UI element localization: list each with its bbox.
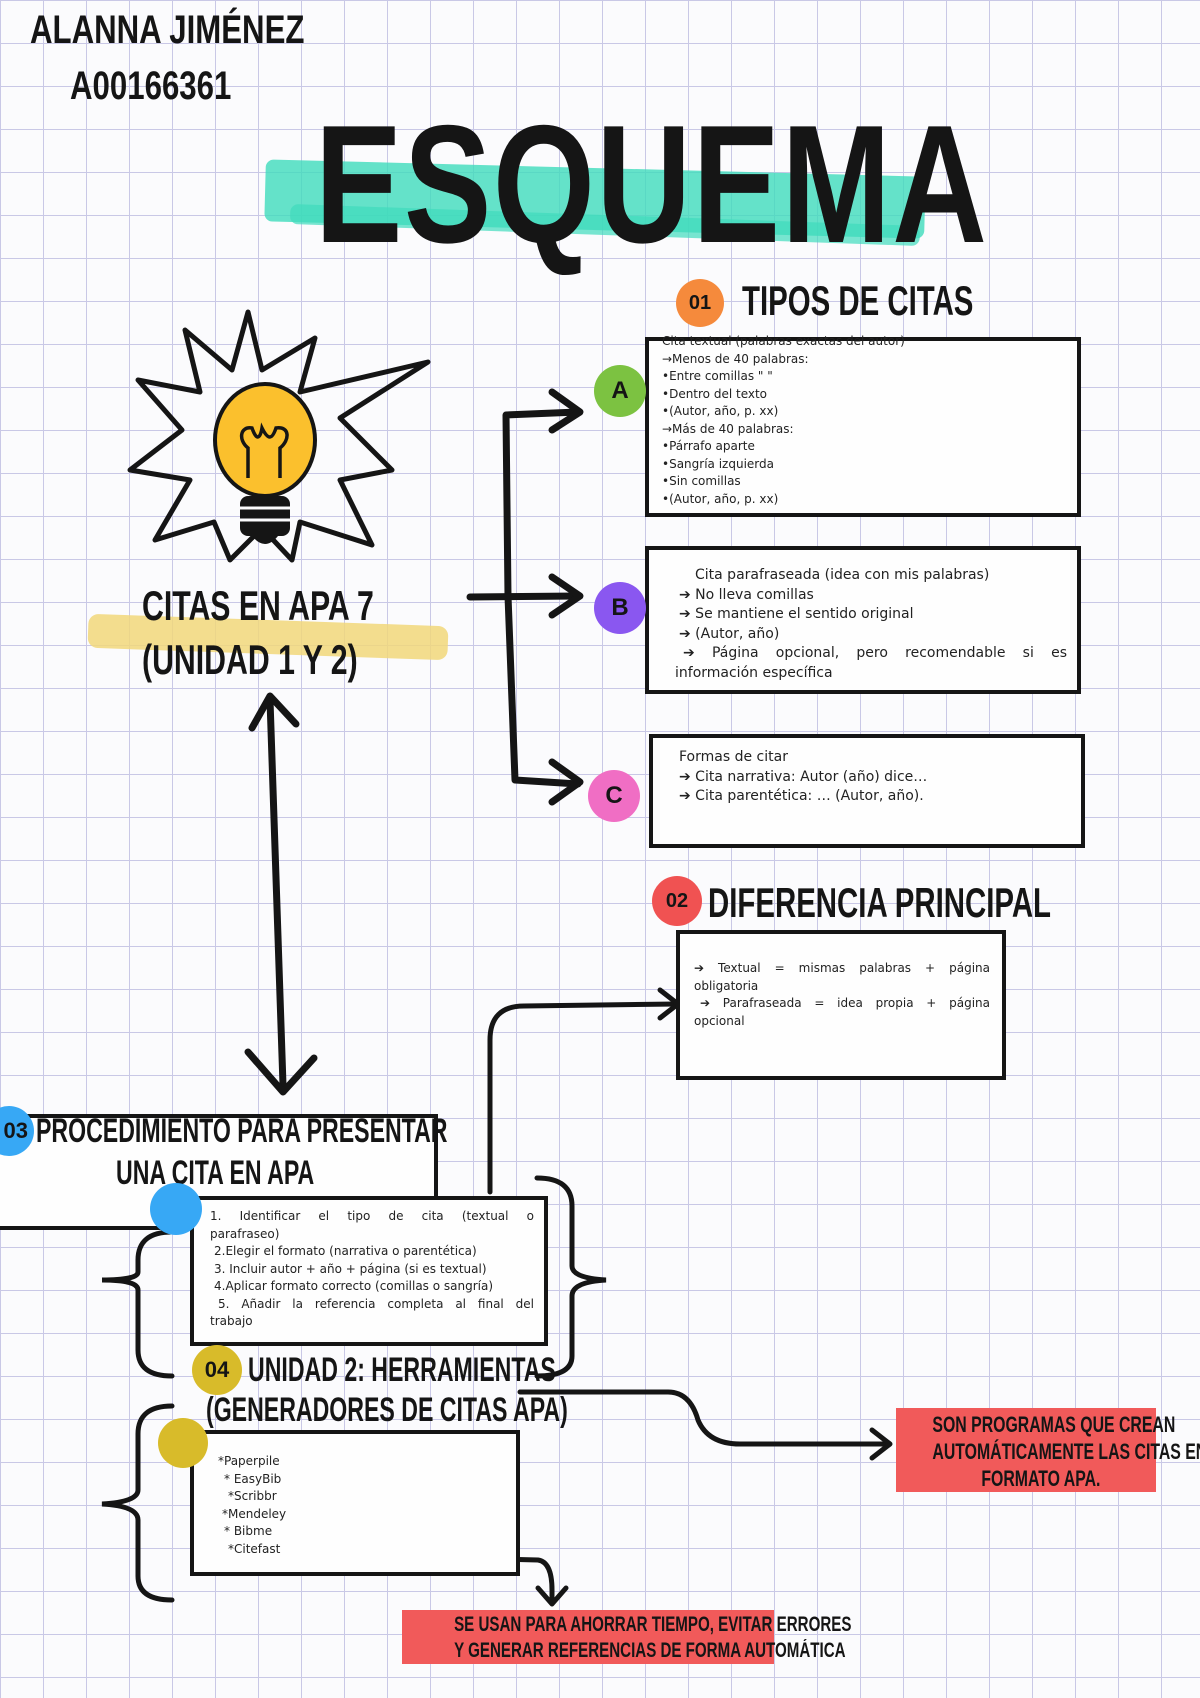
section-04-badge: 04 bbox=[192, 1345, 242, 1395]
marker-a: A bbox=[594, 365, 646, 417]
tool-item: * EasyBib bbox=[224, 1471, 282, 1486]
procedimiento-pasos-lines: 1. Identificar el tipo de cita (textual … bbox=[210, 1209, 534, 1328]
section-03-dot bbox=[150, 1183, 202, 1235]
branch-arrows bbox=[466, 388, 584, 806]
note-uso: SE USAN PARA AHORRAR TIEMPO, EVITAR ERRO… bbox=[402, 1610, 851, 1664]
box-procedimiento-pasos: 1. Identificar el tipo de cita (textual … bbox=[190, 1196, 548, 1346]
box-cita-textual: Cita textual (palabras exactas del autor… bbox=[645, 334, 1081, 517]
box-herramientas: *Paperpile * EasyBib *Scribbr *Mendeley … bbox=[190, 1430, 520, 1576]
cita-textual-lines: Cita textual (palabras exactas del autor… bbox=[662, 334, 905, 506]
tool-item: * Bibme bbox=[224, 1524, 273, 1538]
section-02-badge: 02 bbox=[652, 876, 702, 926]
tool-item: *Mendeley bbox=[222, 1506, 287, 1521]
section-04-heading-line1: UNIDAD 2: HERRAMIENTAS bbox=[248, 1351, 556, 1389]
double-arrow bbox=[244, 692, 318, 1096]
section-04-dot bbox=[158, 1418, 208, 1468]
tool-item: *Paperpile bbox=[218, 1454, 280, 1468]
section-01-badge: 01 bbox=[676, 279, 724, 327]
central-label-line2: (UNIDAD 1 Y 2) bbox=[142, 636, 358, 683]
tool-item: *Scribbr bbox=[228, 1489, 277, 1503]
curly-braces bbox=[101, 1175, 607, 1603]
author-name: ALANNA JIMÉNEZ bbox=[30, 8, 305, 52]
formas-de-citar-lines: Formas de citar ➔ Cita narrativa: Autor … bbox=[679, 749, 928, 804]
box-cita-parafraseada: Cita parafraseada (idea con mis palabras… bbox=[645, 546, 1081, 694]
note-programas: SON PROGRAMAS QUE CREAN AUTOMÁTICAMENTE … bbox=[896, 1408, 1200, 1492]
section-01-heading: TIPOS DE CITAS bbox=[742, 277, 974, 324]
box-formas-de-citar: Formas de citar ➔ Cita narrativa: Autor … bbox=[649, 734, 1085, 848]
section-03-badge: 03 bbox=[0, 1106, 34, 1156]
section-02-heading: DIFERENCIA PRINCIPAL bbox=[708, 879, 1052, 926]
marker-c: C bbox=[588, 770, 640, 822]
diferencia-lines: ➔ Textual = mismas palabras + página obl… bbox=[694, 961, 990, 1028]
section-03-heading-line2: UNA CITA EN APA bbox=[116, 1154, 315, 1192]
tool-item: *Citefast bbox=[228, 1541, 281, 1556]
marker-b: B bbox=[594, 582, 646, 634]
page-title: ESQUEMA bbox=[315, 90, 989, 278]
section-04-heading-line2: (GENERADORES DE CITAS APA) bbox=[206, 1391, 568, 1429]
cita-parafraseada-lines: Cita parafraseada (idea con mis palabras… bbox=[675, 567, 1067, 681]
box-diferencia: ➔ Textual = mismas palabras + página obl… bbox=[676, 930, 1006, 1080]
herramientas-list: *Paperpile * EasyBib *Scribbr *Mendeley … bbox=[218, 1453, 286, 1558]
light-bulb-icon bbox=[127, 309, 431, 563]
author-id: A00166361 bbox=[70, 64, 232, 108]
central-label-line1: CITAS EN APA 7 bbox=[142, 582, 374, 629]
section-03-heading-line1: PROCEDIMIENTO PARA PRESENTAR bbox=[36, 1112, 448, 1150]
